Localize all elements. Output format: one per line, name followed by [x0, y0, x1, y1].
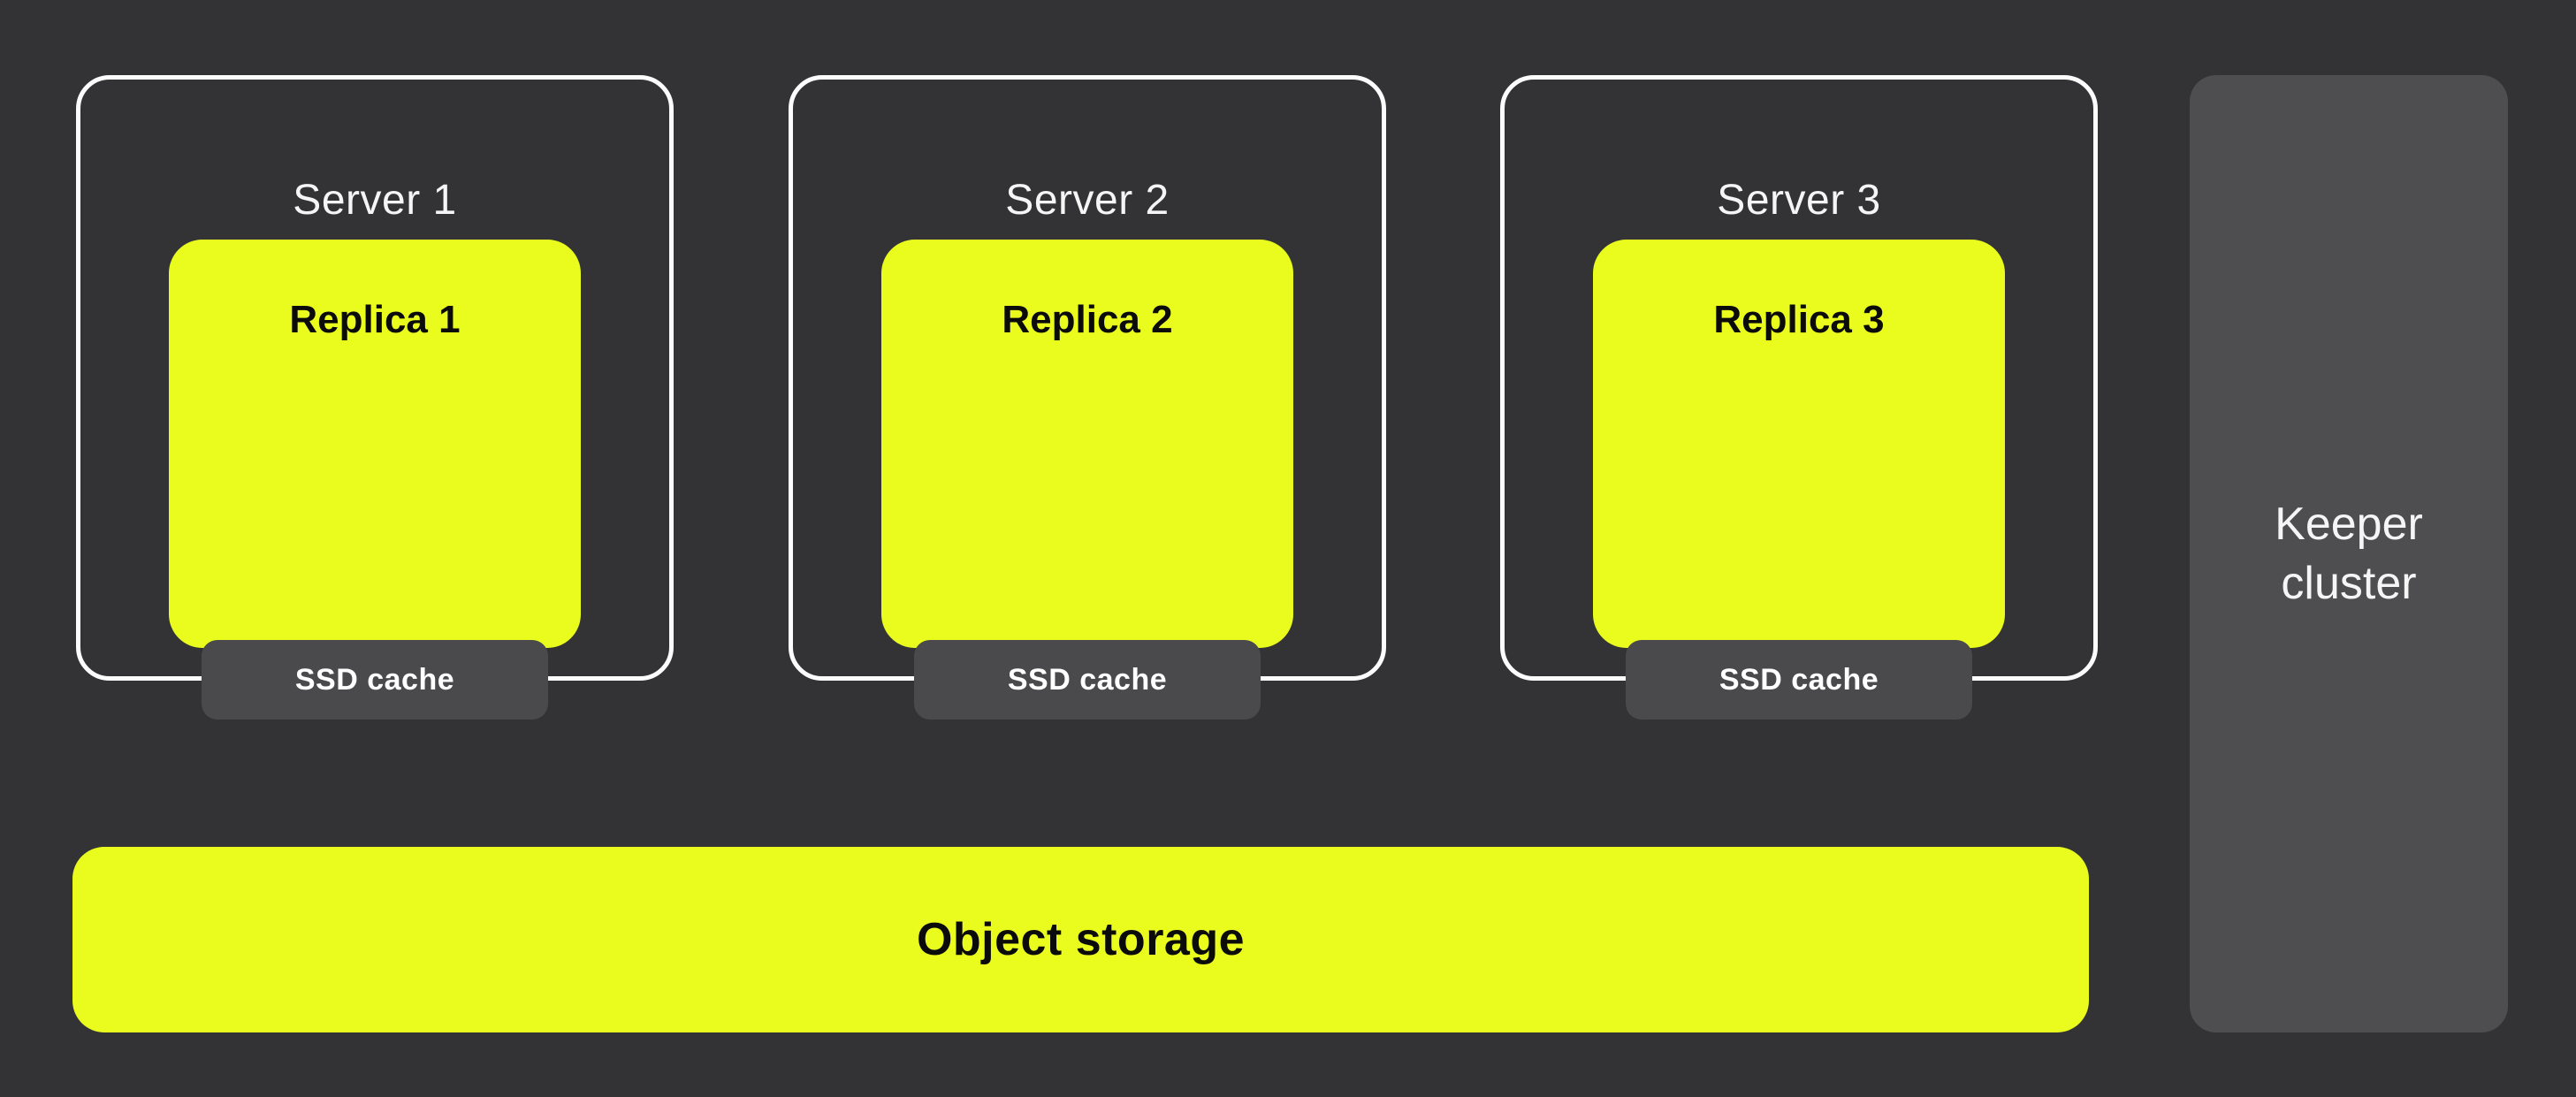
keeper-cluster-label: Keeper cluster	[2275, 498, 2423, 609]
server-2-title: Server 2	[1005, 177, 1170, 224]
replica-2-label: Replica 2	[1002, 298, 1173, 341]
replica-3-label: Replica 3	[1713, 298, 1885, 341]
server-1-box: Server 1 Replica 1 SSD cache	[76, 75, 674, 720]
server-2-ssd-cache-label: SSD cache	[1007, 662, 1168, 697]
object-storage-label: Object storage	[916, 914, 1246, 965]
server-3-box: Server 3 Replica 3 SSD cache	[1500, 75, 2098, 720]
server-1-ssd-cache-badge: SSD cache	[202, 640, 548, 720]
replica-1-label: Replica 1	[289, 298, 461, 341]
server-3-ssd-cache-badge: SSD cache	[1626, 640, 1972, 720]
replica-3-box: Replica 3	[1593, 240, 2005, 648]
server-2-box: Server 2 Replica 2 SSD cache	[789, 75, 1386, 720]
server-3-title: Server 3	[1717, 177, 1881, 224]
server-1-title: Server 1	[293, 177, 457, 224]
server-3-ssd-cache-label: SSD cache	[1719, 662, 1879, 697]
replica-2-box: Replica 2	[881, 240, 1293, 648]
keeper-cluster-box: Keeper cluster	[2190, 75, 2508, 1032]
replica-1-box: Replica 1	[169, 240, 581, 648]
server-1-ssd-cache-label: SSD cache	[294, 662, 455, 697]
server-2-ssd-cache-badge: SSD cache	[914, 640, 1261, 720]
object-storage-bar: Object storage	[72, 847, 2089, 1032]
